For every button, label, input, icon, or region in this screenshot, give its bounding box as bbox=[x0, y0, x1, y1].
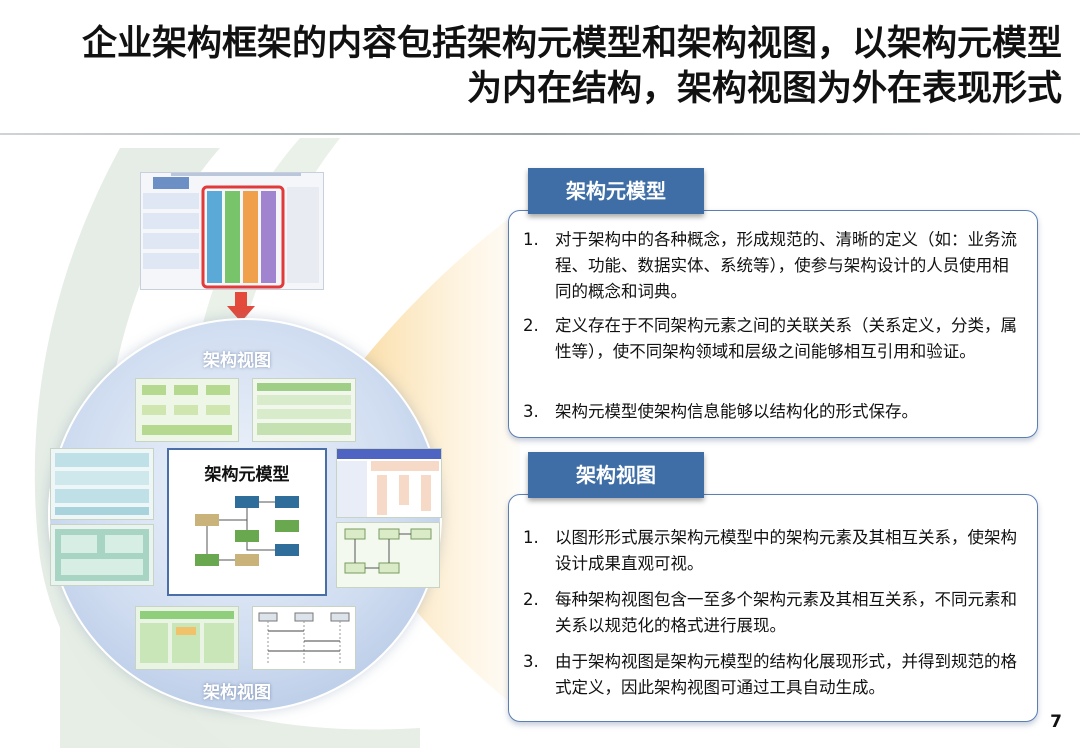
view-thumbnail-matrix bbox=[336, 448, 442, 518]
view-item-1-text: 以图形形式展示架构元模型中的架构元素及其相互关系，使架构设计成果直观可视。 bbox=[555, 528, 1017, 573]
metamodel-board-graphic bbox=[143, 173, 319, 289]
view-item-3-text: 由于架构视图是架构元模型的结构化展现形式，并得到规范的格式定义，因此架构视图可通… bbox=[555, 652, 1017, 697]
slide-title: 企业架构框架的内容包括架构元模型和架构视图，以架构元模型为内在结构，架构视图为外… bbox=[81, 24, 1062, 109]
view-item-2: 2. 每种架构视图包含一至多个架构元素及其相互关系，不同元素和关系以规范化的格式… bbox=[523, 587, 1021, 639]
sphere-top-label: 架构视图 bbox=[203, 351, 271, 371]
metamodel-panel: 1. 对于架构中的各种概念，形成规范的、清晰的定义（如：业务流程、功能、数据实体… bbox=[508, 210, 1038, 438]
red-down-arrow-icon bbox=[227, 292, 255, 322]
view-thumbnail-function-map bbox=[252, 378, 356, 442]
view-thumbnail-deployment bbox=[50, 524, 154, 586]
metamodel-item-2-text: 定义存在于不同架构元素之间的关联关系（关系定义，分类，属性等），使不同架构领域和… bbox=[555, 316, 1017, 361]
metamodel-item-2-number: 2. bbox=[523, 316, 539, 335]
metamodel-item-2: 2. 定义存在于不同架构元素之间的关联关系（关系定义，分类，属性等），使不同架构… bbox=[523, 313, 1021, 365]
view-item-1: 1. 以图形形式展示架构元模型中的架构元素及其相互关系，使架构设计成果直观可视。 bbox=[523, 525, 1021, 577]
view-thumbnail-layered bbox=[50, 448, 154, 520]
view-thumbnail-application bbox=[135, 606, 239, 670]
metamodel-center-title: 架构元模型 bbox=[204, 465, 290, 485]
view-item-1-number: 1. bbox=[523, 528, 539, 547]
view-thumbnail-sequence bbox=[252, 606, 356, 670]
metamodel-item-3-number: 3. bbox=[523, 402, 539, 421]
view-panel-tag: 架构视图 bbox=[528, 452, 704, 498]
view-thumbnail-process bbox=[135, 378, 239, 442]
metamodel-item-1-number: 1. bbox=[523, 230, 539, 249]
metamodel-center-box: 架构元模型 bbox=[167, 448, 327, 596]
page-number: 7 bbox=[1050, 712, 1062, 732]
metamodel-item-3-text: 架构元模型使架构信息能够以结构化的形式保存。 bbox=[555, 402, 918, 421]
metamodel-board-thumbnail bbox=[140, 172, 324, 290]
view-item-2-number: 2. bbox=[523, 590, 539, 609]
view-item-3: 3. 由于架构视图是架构元模型的结构化展现形式，并得到规范的格式定义，因此架构视… bbox=[523, 649, 1021, 701]
view-item-3-number: 3. bbox=[523, 652, 539, 671]
view-item-2-text: 每种架构视图包含一至多个架构元素及其相互关系，不同元素和关系以规范化的格式进行展… bbox=[555, 590, 1017, 635]
metamodel-item-1: 1. 对于架构中的各种概念，形成规范的、清晰的定义（如：业务流程、功能、数据实体… bbox=[523, 227, 1021, 305]
metamodel-item-1-text: 对于架构中的各种概念，形成规范的、清晰的定义（如：业务流程、功能、数据实体、系统… bbox=[555, 230, 1017, 301]
view-thumbnail-flow bbox=[336, 522, 440, 588]
metamodel-entity-graphic bbox=[195, 496, 299, 566]
sphere-bottom-label: 架构视图 bbox=[203, 683, 271, 703]
view-panel: 1. 以图形形式展示架构元模型中的架构元素及其相互关系，使架构设计成果直观可视。… bbox=[508, 494, 1038, 722]
metamodel-panel-tag: 架构元模型 bbox=[528, 168, 704, 214]
metamodel-item-3: 3. 架构元模型使架构信息能够以结构化的形式保存。 bbox=[523, 399, 1021, 425]
title-divider bbox=[0, 133, 1080, 135]
